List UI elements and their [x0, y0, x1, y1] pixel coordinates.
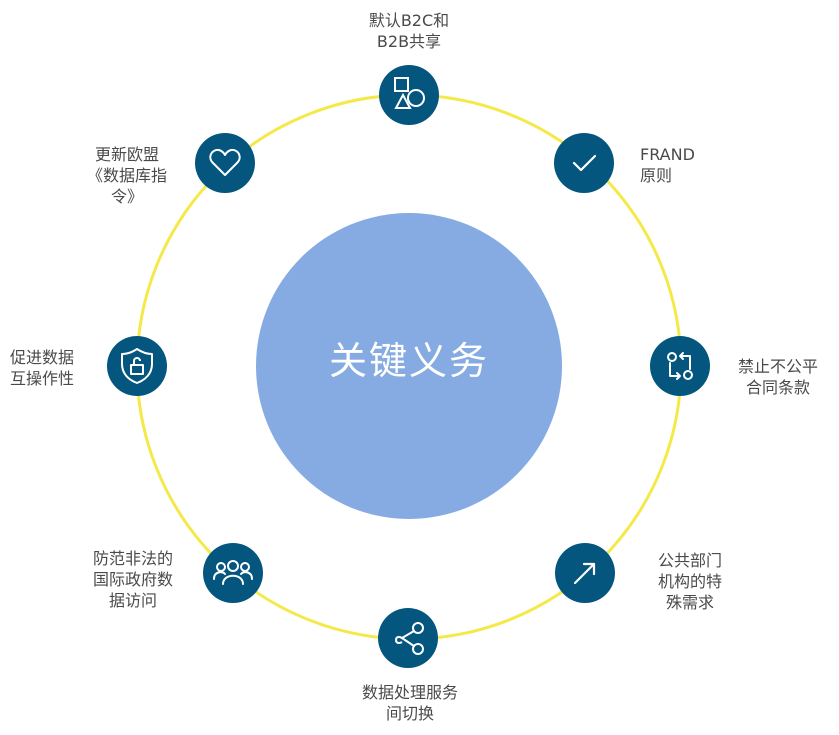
label-switching: 数据处理服务 间切换 [361, 683, 458, 723]
label-b2c-b2b-sharing: 默认B2C和 B2B共享 [368, 11, 450, 51]
node-switching [378, 608, 438, 668]
node-b2c-b2b-sharing [379, 65, 439, 125]
label-unfair-terms: 禁止不公平 合同条款 [737, 357, 818, 397]
heart-icon [209, 148, 241, 176]
shield-lock-icon [121, 348, 153, 384]
node-public-sector [555, 543, 615, 603]
node-interoperability [107, 336, 167, 396]
label-database-directive: 更新欧盟 《数据库指 令》 [86, 145, 167, 206]
label-public-sector: 公共部门 机构的特 殊需求 [657, 551, 722, 612]
center-label: 关键义务 [328, 339, 489, 383]
users-group-icon [213, 560, 253, 585]
node-unfair-terms [650, 336, 710, 396]
checkmark-icon [572, 154, 597, 172]
label-interoperability: 促进数据 互操作性 [10, 348, 75, 388]
center-circle [256, 213, 562, 519]
node-intl-gov-access [203, 543, 263, 603]
shapes-icon [394, 77, 425, 109]
node-frand [554, 133, 614, 193]
arrow-up-right-icon [573, 562, 596, 585]
node-database-directive [195, 133, 255, 193]
share-icon [394, 622, 424, 655]
label-frand: FRAND 原则 [640, 145, 695, 185]
swap-arrows-icon [667, 352, 693, 380]
label-intl-gov-access: 防范非法的 国际政府数 据访问 [92, 549, 173, 610]
